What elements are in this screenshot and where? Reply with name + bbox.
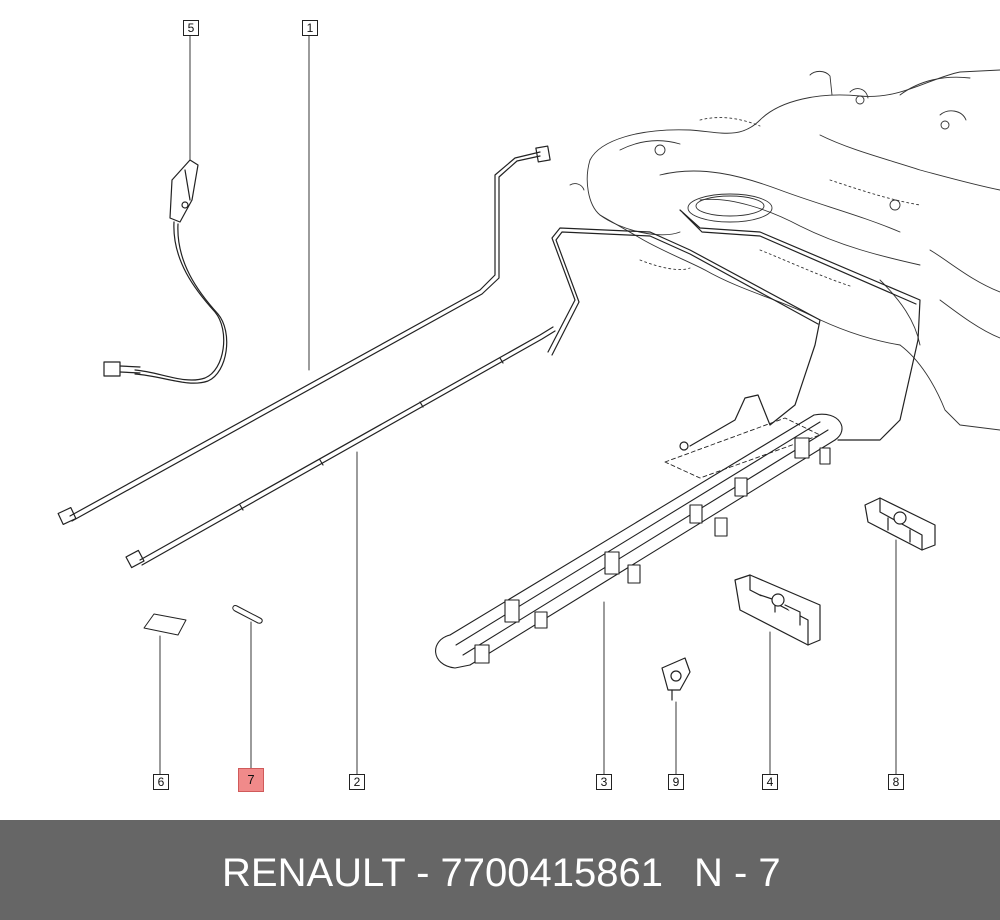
callout-7-highlighted: 7 bbox=[238, 768, 264, 792]
callout-6: 6 bbox=[153, 774, 169, 790]
leader-lines bbox=[159, 35, 897, 775]
callout-4: 4 bbox=[762, 774, 778, 790]
part-1-brake-hose bbox=[57, 145, 551, 525]
fuel-tank-drawing bbox=[569, 69, 1000, 431]
callout-2: 2 bbox=[349, 774, 365, 790]
callout-5: 5 bbox=[183, 20, 199, 36]
footer-banner: RENAULT - 7700415861 N - 7 bbox=[0, 820, 1000, 920]
part-6-plate bbox=[143, 613, 187, 636]
callout-8: 8 bbox=[888, 774, 904, 790]
part-8-clip bbox=[864, 497, 936, 551]
callout-1: 1 bbox=[302, 20, 318, 36]
part-number-text: RENAULT - 7700415861 bbox=[222, 851, 664, 895]
diagram-drawing bbox=[57, 35, 1000, 775]
pipe-routing-drawing bbox=[547, 209, 921, 479]
callout-3: 3 bbox=[596, 774, 612, 790]
callout-9: 9 bbox=[668, 774, 684, 790]
callout-reference-text: N - 7 bbox=[694, 851, 781, 895]
part-3-pipe-bundle bbox=[435, 413, 843, 669]
part-9-fastener bbox=[661, 657, 691, 701]
part-5-sensor-cable bbox=[103, 159, 228, 384]
part-7-pin bbox=[232, 605, 263, 624]
part-4-clip bbox=[734, 574, 821, 646]
parts-diagram: 5 1 6 7 2 3 9 4 8 bbox=[57, 20, 1000, 792]
part-2-brake-pipe bbox=[125, 326, 556, 569]
